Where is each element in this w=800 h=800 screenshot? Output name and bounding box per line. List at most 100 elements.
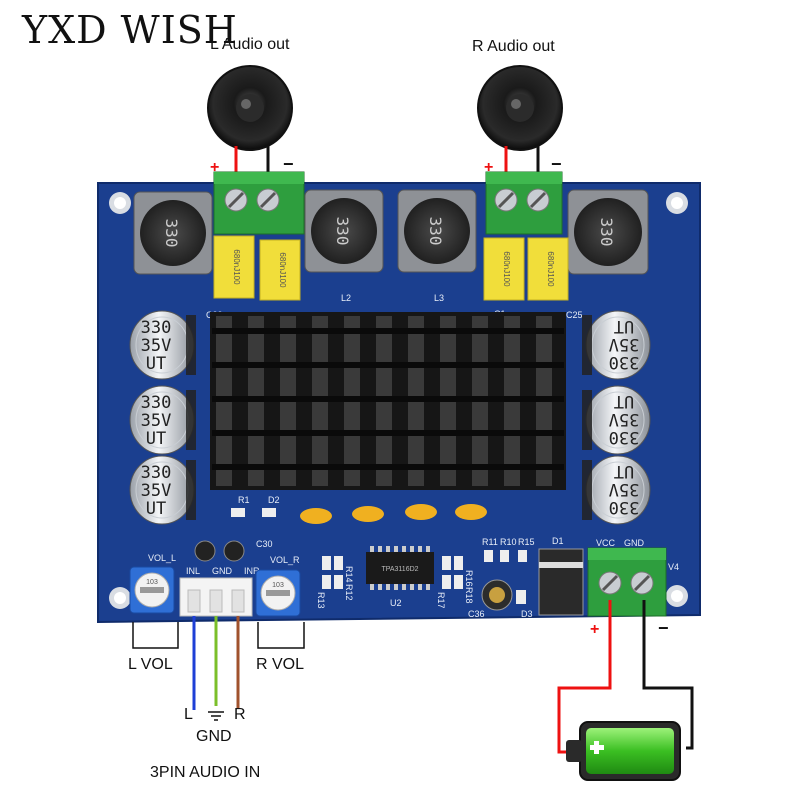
right-audio-out-label: R Audio out (472, 38, 555, 55)
svg-text:680nJ100: 680nJ100 (546, 251, 555, 287)
capacitor-marking: UT (146, 499, 166, 519)
battery-icon (566, 721, 681, 781)
capacitor-marking: 330 (141, 318, 172, 338)
chip-pin (418, 546, 422, 552)
capacitor-marking: 35V (609, 409, 640, 429)
capacitor-marking: 35V (141, 336, 172, 356)
input-capacitors (194, 540, 245, 562)
capacitor-marking: 35V (141, 411, 172, 431)
capacitor-marking: 35V (609, 334, 640, 354)
heatsink-slot (212, 362, 564, 368)
right-minus-mark: − (551, 154, 562, 174)
input-r-label: R (234, 706, 246, 723)
svg-text:330: 330 (162, 219, 181, 248)
silk-vcc: VCC (596, 538, 616, 548)
silk-r10: R10 (500, 537, 517, 547)
input-gnd-label: GND (196, 728, 232, 745)
silk-r15: R15 (518, 537, 535, 547)
input-l-label: L (184, 706, 193, 723)
power-minus-mark: − (658, 618, 669, 638)
chip-pin (378, 546, 382, 552)
capacitor-marking: 35V (609, 479, 640, 499)
chip-pin (410, 546, 414, 552)
chip-pin (394, 546, 398, 552)
svg-text:330: 330 (333, 217, 352, 246)
amplifier-chip: TPA3116D2 (366, 546, 434, 590)
left-vol-label: L VOL (128, 656, 173, 673)
resistor-r1 (231, 508, 245, 517)
left-plus-mark: + (210, 159, 219, 176)
led-d2 (262, 508, 276, 517)
chip-pin (402, 584, 406, 590)
power-plus-mark: + (590, 621, 599, 638)
silk-d1: D1 (552, 536, 564, 546)
smd-resistors (322, 550, 527, 589)
chip-pin (370, 546, 374, 552)
silk-inr: INR (244, 566, 260, 576)
silk-r18: R18 (464, 587, 474, 604)
heatsink-slot (212, 464, 564, 470)
chip-pin (378, 584, 382, 590)
inductor-1: 330 (133, 191, 213, 275)
svg-text:680nJ100: 680nJ100 (278, 252, 287, 288)
chip-pin (402, 546, 406, 552)
chip-pin (370, 584, 374, 590)
silk-l3: L3 (434, 293, 444, 303)
left-vol-bracket (132, 622, 179, 649)
diode-d3 (516, 590, 526, 604)
silk-r17: R17 (436, 592, 446, 609)
right-vol-label: R VOL (256, 656, 305, 673)
battery-minus-wire (642, 600, 694, 750)
diode-d1 (538, 548, 584, 616)
silk-d2: D2 (268, 495, 280, 505)
audio-input-title: 3PIN AUDIO IN (150, 764, 261, 781)
left-minus-mark: − (283, 154, 294, 174)
svg-text:TPA3116D2: TPA3116D2 (381, 566, 418, 573)
capacitor-marking: UT (614, 461, 634, 481)
ground-symbol-icon (208, 711, 224, 721)
left-audio-out-label: L Audio out (210, 36, 290, 53)
silk-vol-r: VOL_R (270, 555, 300, 565)
film-capacitor: 680nJ100 680nJ100 680nJ100 680nJ100 (213, 235, 569, 301)
brand-watermark: YXD WISH (22, 8, 238, 52)
inductor-4: 330 (567, 189, 649, 275)
capacitor-marking: 330 (609, 427, 640, 447)
svg-text:103: 103 (272, 582, 284, 589)
mounting-hole-icon (109, 192, 688, 609)
capacitor-marking: 330 (609, 497, 640, 517)
chip-pin (410, 584, 414, 590)
silk-r13: R13 (316, 592, 326, 609)
silk-inl: INL (186, 566, 200, 576)
silk-r11: R11 (482, 537, 498, 547)
capacitor-marking: UT (614, 316, 634, 336)
capacitor-marking: UT (614, 391, 634, 411)
chip-pin (386, 546, 390, 552)
right-plus-mark: + (484, 159, 493, 176)
left-volume-pot[interactable]: 103 (129, 566, 175, 614)
silk-c36: C36 (468, 609, 485, 619)
silk-r12: R12 (344, 584, 354, 601)
inductor-2: 330 (304, 189, 384, 273)
heatsink-slot (212, 430, 564, 436)
right-volume-pot[interactable]: 103 (255, 569, 301, 617)
audio-input-connector[interactable] (179, 577, 253, 617)
silk-l2: L2 (341, 293, 351, 303)
silk-u2: U2 (390, 598, 402, 608)
svg-text:103: 103 (146, 579, 158, 586)
capacitor-marking: 330 (141, 393, 172, 413)
chip-pin (418, 584, 422, 590)
capacitor-marking: UT (146, 429, 166, 449)
right-speaker-terminal (485, 171, 563, 235)
right-speaker-icon (477, 65, 563, 151)
silk-gnd-power: GND (624, 538, 645, 548)
chip-pin (426, 546, 430, 552)
silk-c25: C25 (566, 310, 583, 320)
small-electrolytic-cap (481, 579, 513, 611)
silk-r14: R14 (344, 566, 354, 583)
capacitor-marking: 330 (141, 463, 172, 483)
silk-d3: D3 (521, 609, 533, 619)
battery-plus-wire (557, 600, 612, 754)
